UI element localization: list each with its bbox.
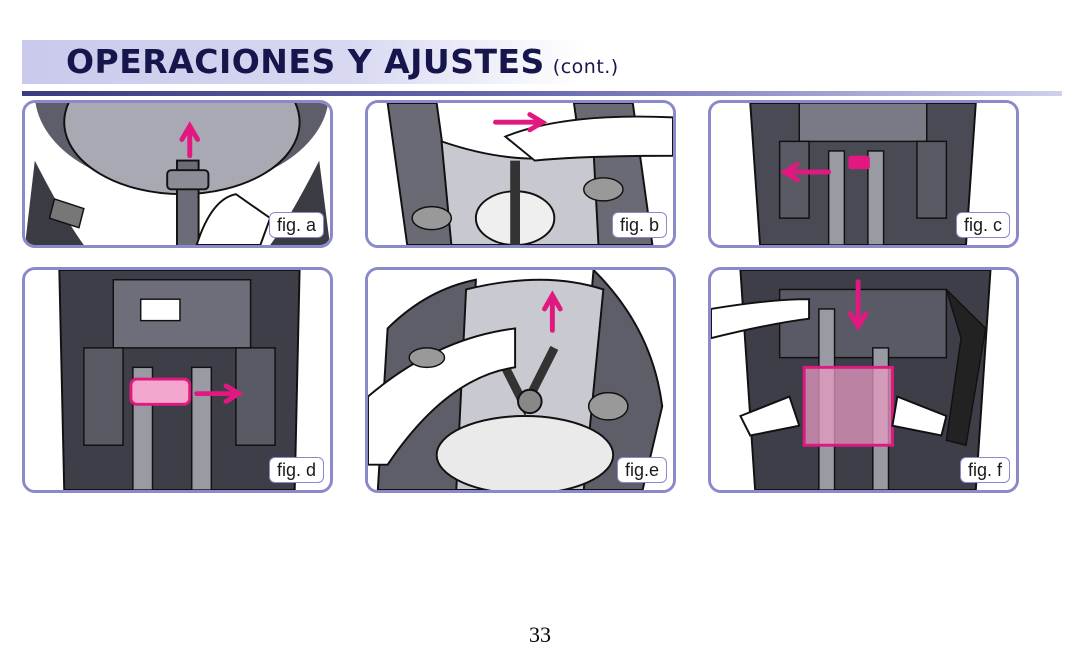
figure-d-panel: fig. d xyxy=(22,267,333,493)
figure-b-label: fig. b xyxy=(611,212,667,238)
figure-a-panel: fig. a xyxy=(22,100,333,248)
figure-e-panel: fig.e xyxy=(365,267,676,493)
figure-e-illustration xyxy=(368,270,673,490)
figure-f-illustration xyxy=(711,270,1016,490)
header-band xyxy=(22,40,582,84)
title-suffix: (cont.) xyxy=(552,56,619,78)
figure-f-panel: fig. f xyxy=(708,267,1019,493)
header-rule xyxy=(22,91,1062,96)
page-title: OPERACIONES Y AJUSTES (cont.) xyxy=(66,42,619,87)
title-text: OPERACIONES Y AJUSTES xyxy=(66,42,545,81)
figure-c-panel: fig. c xyxy=(708,100,1019,248)
figure-e-label: fig.e xyxy=(616,457,667,483)
figure-c-label: fig. c xyxy=(955,212,1010,238)
page-number: 33 xyxy=(529,622,551,647)
figure-f-label: fig. f xyxy=(959,457,1010,483)
figure-d-illustration xyxy=(25,270,330,490)
figure-a-label: fig. a xyxy=(268,212,324,238)
figure-d-label: fig. d xyxy=(268,457,324,483)
figure-b-panel: fig. b xyxy=(365,100,676,248)
